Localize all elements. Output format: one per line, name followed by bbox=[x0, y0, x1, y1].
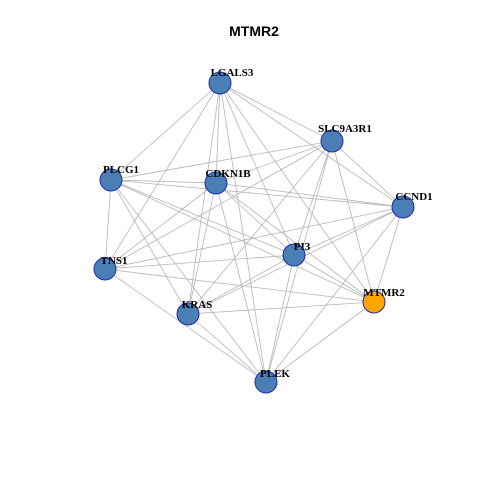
node-label-pi3: PI3 bbox=[294, 241, 311, 253]
edge-slc9a3r1-mtmr2 bbox=[331, 140, 375, 303]
edge-cdkn1b-tns1 bbox=[104, 182, 217, 270]
edge-pi3-mtmr2 bbox=[293, 254, 375, 303]
graph-title: MTMR2 bbox=[229, 23, 279, 39]
edge-pi3-tns1 bbox=[104, 254, 295, 270]
edge-slc9a3r1-tns1 bbox=[104, 140, 333, 270]
edge-lgals3-cdkn1b bbox=[215, 82, 221, 184]
edge-slc9a3r1-plcg1 bbox=[110, 140, 333, 181]
node-plek bbox=[254, 370, 278, 394]
node-label-ccnd1: CCND1 bbox=[395, 191, 432, 203]
edge-pi3-plek bbox=[265, 254, 295, 383]
node-kras bbox=[176, 302, 200, 326]
edge-ccnd1-tns1 bbox=[104, 206, 404, 270]
edge-plcg1-mtmr2 bbox=[110, 179, 375, 303]
edge-slc9a3r1-ccnd1 bbox=[331, 140, 404, 208]
edge-plcg1-ccnd1 bbox=[110, 179, 404, 208]
node-layer bbox=[93, 71, 415, 394]
edge-ccnd1-plek bbox=[265, 206, 404, 383]
edge-lgals3-mtmr2 bbox=[219, 82, 375, 303]
edge-cdkn1b-mtmr2 bbox=[215, 182, 375, 303]
node-pi3 bbox=[282, 243, 306, 267]
node-ccnd1 bbox=[391, 195, 415, 219]
edge-slc9a3r1-kras bbox=[187, 140, 333, 315]
edge-cdkn1b-pi3 bbox=[215, 182, 295, 256]
edge-ccnd1-pi3 bbox=[293, 206, 404, 256]
edge-cdkn1b-plek bbox=[215, 182, 267, 383]
edge-cdkn1b-ccnd1 bbox=[215, 182, 404, 208]
edge-plcg1-cdkn1b bbox=[110, 179, 217, 184]
edge-lgals3-plcg1 bbox=[110, 82, 221, 181]
edge-slc9a3r1-pi3 bbox=[293, 140, 333, 256]
node-label-lgals3: LGALS3 bbox=[211, 67, 254, 79]
node-label-tns1: TNS1 bbox=[101, 255, 128, 267]
edge-plcg1-plek bbox=[110, 179, 267, 383]
edge-lgals3-slc9a3r1 bbox=[219, 82, 333, 142]
node-label-kras: KRAS bbox=[182, 299, 213, 311]
edge-plcg1-kras bbox=[110, 179, 189, 315]
node-tns1 bbox=[93, 257, 117, 281]
edge-lgals3-tns1 bbox=[104, 82, 221, 270]
node-lgals3 bbox=[208, 71, 232, 95]
node-cdkn1b bbox=[204, 171, 228, 195]
edge-layer bbox=[104, 82, 404, 383]
edge-lgals3-kras bbox=[187, 82, 221, 315]
node-label-plcg1: PLCG1 bbox=[103, 164, 139, 176]
node-label-slc9a3r1: SLC9A3R1 bbox=[318, 123, 372, 135]
edge-kras-mtmr2 bbox=[187, 301, 375, 315]
node-label-plek: PLEK bbox=[260, 368, 290, 380]
node-label-cdkn1b: CDKN1B bbox=[205, 168, 251, 180]
edge-lgals3-pi3 bbox=[219, 82, 295, 256]
node-label-mtmr2: MTMR2 bbox=[363, 287, 405, 299]
edge-pi3-kras bbox=[187, 254, 295, 315]
node-mtmr2 bbox=[362, 290, 386, 314]
node-slc9a3r1 bbox=[320, 129, 344, 153]
edge-slc9a3r1-cdkn1b bbox=[215, 140, 333, 184]
edge-lgals3-plek bbox=[219, 82, 267, 383]
edge-tns1-plek bbox=[104, 268, 267, 383]
edge-plcg1-tns1 bbox=[104, 179, 112, 270]
edge-mtmr2-plek bbox=[265, 301, 375, 383]
edge-tns1-mtmr2 bbox=[104, 268, 375, 303]
node-plcg1 bbox=[99, 168, 123, 192]
edge-kras-plek bbox=[187, 313, 267, 383]
edge-ccnd1-mtmr2 bbox=[373, 206, 404, 303]
edge-plcg1-pi3 bbox=[110, 179, 295, 256]
